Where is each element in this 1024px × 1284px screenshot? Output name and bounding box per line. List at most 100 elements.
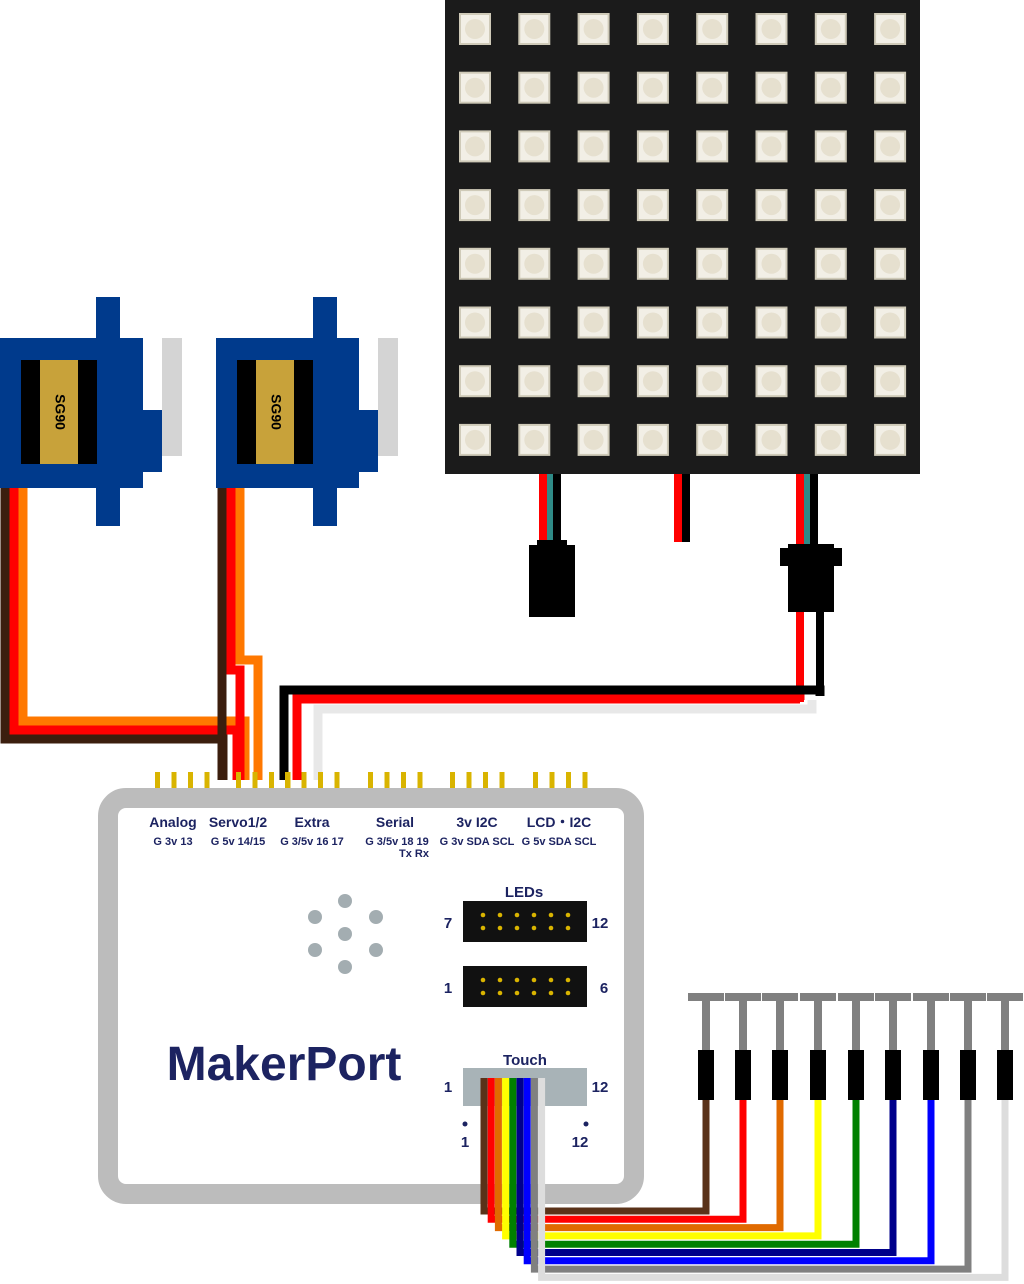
- led-pixel: [814, 71, 847, 104]
- makerport-board: Analog G 3v 13 Servo1/2 G 5v 14/15 Extra…: [98, 772, 644, 1204]
- header-pin: [204, 772, 210, 788]
- port-pins-serial: G 3/5v 18 19: [365, 836, 429, 848]
- wire-black: [810, 474, 818, 548]
- led-pixel: [518, 71, 551, 104]
- wire-white: [313, 700, 817, 780]
- header-pin: [188, 772, 193, 788]
- touch-probes: [688, 993, 1023, 1100]
- led-pixel: [577, 247, 610, 280]
- port-pins-lcd-i2c: G 5v SDA SCL: [522, 836, 597, 848]
- led-pixel: [755, 13, 788, 45]
- header-pin: [497, 977, 503, 983]
- led-pixel: [577, 189, 610, 222]
- servo-label: [256, 360, 294, 464]
- led-pixel: [814, 130, 847, 163]
- wire-red: [292, 694, 805, 780]
- leds-title: LEDs: [505, 884, 543, 901]
- led-pixel: [696, 365, 729, 398]
- header-pin: [514, 912, 520, 918]
- matrix-connector-right-tab: [780, 548, 788, 566]
- header-pin: [480, 912, 486, 918]
- header-pin: [269, 772, 274, 788]
- header-pin: [483, 772, 488, 788]
- led-pixel: [755, 423, 788, 456]
- port-pins-3v-i2c: G 3v SDA SCL: [440, 836, 515, 848]
- header-pin: [466, 772, 472, 788]
- port-title-3v-i2c: 3v I2C: [456, 814, 497, 830]
- port-pins-servo: G 5v 14/15: [211, 836, 265, 848]
- header-pin: [497, 925, 503, 931]
- header-pin: [384, 772, 390, 788]
- touch-wire: [523, 1078, 935, 1265]
- led-pixel: [636, 423, 669, 456]
- led-pixel: [518, 423, 551, 456]
- led-pixel: [518, 365, 551, 398]
- header-pin: [499, 772, 505, 788]
- header-pin: [368, 772, 373, 788]
- servo-mount-top: [96, 297, 120, 342]
- led-pixel: [814, 189, 847, 222]
- header-pin: [236, 772, 241, 788]
- led-pixel: [696, 247, 729, 280]
- header-pin: [514, 977, 520, 983]
- servo-model-label: SG90: [52, 394, 68, 430]
- port-title-serial: Serial: [376, 814, 414, 830]
- header-pin: [565, 990, 571, 996]
- led-pixel: [696, 306, 729, 339]
- touch-probe: [838, 993, 874, 1100]
- header-pin: [334, 772, 340, 788]
- matrix-connector-right: [788, 544, 834, 612]
- header-pin: [285, 772, 290, 788]
- header-pin: [171, 772, 177, 788]
- wire-black: [279, 685, 825, 780]
- header-pin: [548, 925, 554, 931]
- port-title-servo: Servo1/2: [209, 814, 268, 830]
- led-pixel: [459, 247, 491, 280]
- header-pin: [417, 772, 423, 788]
- led-pixel: [874, 71, 907, 104]
- led-pixel: [696, 189, 729, 222]
- led-pixel: [874, 13, 907, 45]
- header-pin: [318, 772, 323, 788]
- led-pixel: [459, 306, 491, 339]
- port-pins-extra: G 3/5v 16 17: [280, 836, 344, 848]
- header-pin: [548, 912, 554, 918]
- header-pin: [301, 772, 307, 788]
- led-pixel: [518, 306, 551, 339]
- leds-header-pins: [480, 912, 571, 996]
- wire-black: [553, 474, 561, 549]
- touch-probe: [762, 993, 798, 1100]
- servo-model-label: SG90: [268, 394, 284, 430]
- leds-label-top-left: 7: [444, 915, 452, 932]
- led-pixel: [577, 71, 610, 104]
- touch-pin12-dot: [583, 1121, 589, 1127]
- led-pixel: [577, 365, 610, 398]
- led-pixel: [459, 71, 491, 104]
- led-pixel: [636, 306, 669, 339]
- header-pin: [566, 772, 571, 788]
- led-pixel: [577, 13, 610, 45]
- wire-black: [682, 474, 690, 542]
- wire-teal: [804, 474, 810, 548]
- led-matrix: [445, 0, 920, 474]
- servo-gear-housing: [140, 410, 162, 472]
- port-title-extra: Extra: [294, 814, 329, 830]
- matrix-connector-left: [529, 545, 575, 617]
- header-pin: [497, 912, 503, 918]
- port-title-analog: Analog: [149, 814, 196, 830]
- servo-1: SG90: [0, 297, 182, 526]
- port-pins-analog: G 3v 13: [153, 836, 192, 848]
- header-pin: [480, 977, 486, 983]
- touch-probe: [725, 993, 761, 1100]
- wire-orange: [235, 485, 263, 780]
- header-pin: [514, 990, 520, 996]
- touch-title: Touch: [503, 1052, 547, 1069]
- header-pin: [531, 977, 537, 983]
- touch-probe: [987, 993, 1023, 1100]
- led-pixel: [874, 189, 907, 222]
- led-pixel: [696, 13, 729, 45]
- led-pixel: [636, 189, 669, 222]
- header-pin: [548, 990, 554, 996]
- port-title-lcd-i2c: LCD・I2C: [527, 814, 592, 830]
- led-pixel: [577, 306, 610, 339]
